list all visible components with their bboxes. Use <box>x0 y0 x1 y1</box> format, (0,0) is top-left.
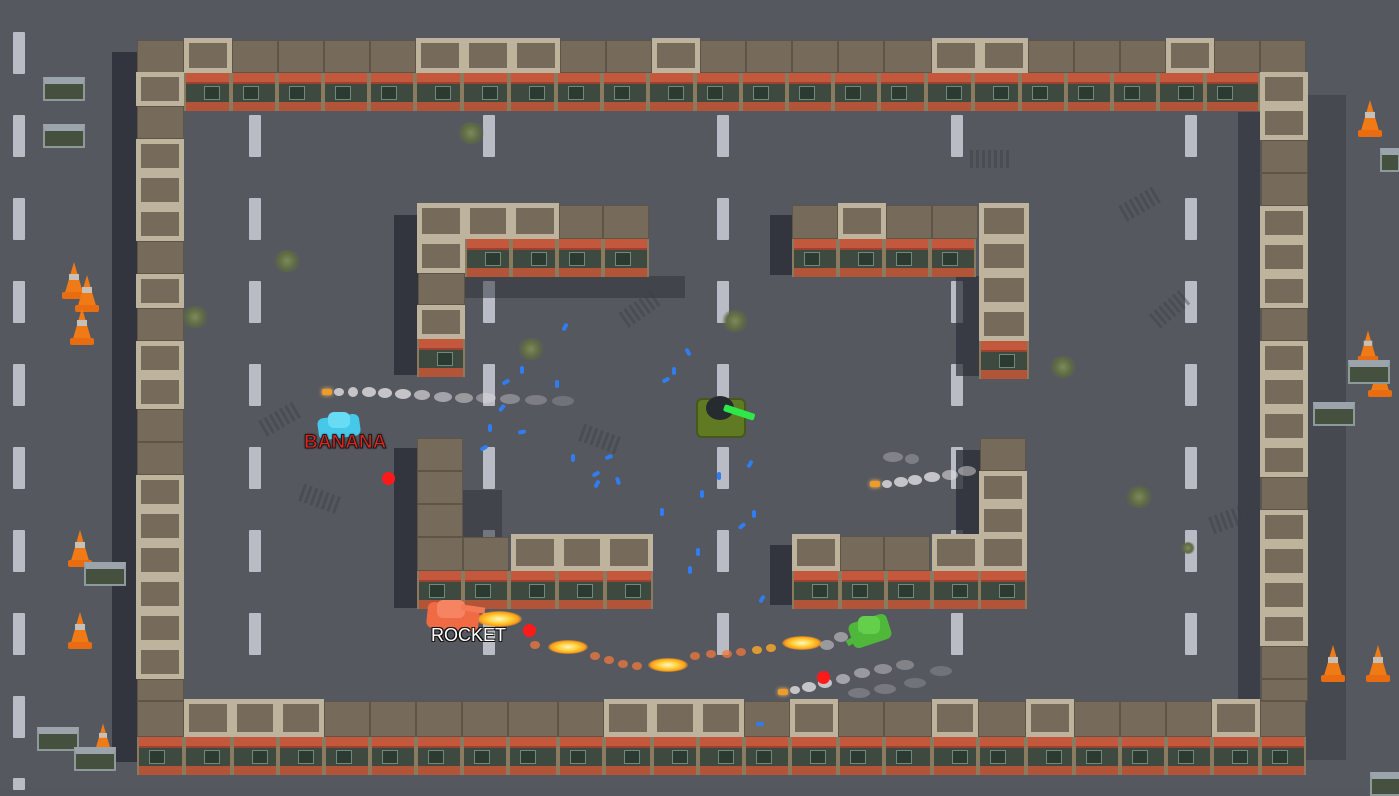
enemy-green-tank[interactable] <box>845 612 894 650</box>
plant <box>516 338 546 360</box>
target-marker <box>523 624 536 637</box>
bench <box>1370 772 1399 796</box>
target-marker <box>817 671 830 684</box>
cone-icon <box>1321 645 1345 682</box>
bench <box>1380 148 1399 172</box>
bench <box>43 124 85 148</box>
cone-icon <box>70 308 94 345</box>
target-marker <box>382 472 395 485</box>
plant <box>1124 486 1154 508</box>
plant <box>720 310 750 332</box>
player-name-rocket: ROCKET <box>431 625 507 645</box>
plant <box>1180 542 1196 554</box>
plant <box>272 250 302 272</box>
cone-icon <box>68 612 92 649</box>
bench <box>1348 360 1390 384</box>
tank-turret <box>858 616 880 634</box>
player-tank-banana[interactable] <box>316 412 364 441</box>
bench <box>43 77 85 101</box>
cone-icon <box>1366 645 1390 682</box>
shell-icon <box>322 389 332 395</box>
enemy-turret-tank[interactable] <box>696 394 756 440</box>
plant <box>180 306 210 328</box>
tank-turret <box>437 600 465 618</box>
player-name-banana: BANANA <box>303 432 387 454</box>
plant <box>456 122 486 144</box>
player-tank-rocket[interactable] <box>425 598 491 633</box>
cone-icon <box>1357 330 1379 362</box>
tank-turret <box>328 412 350 428</box>
shell-icon <box>870 481 880 487</box>
bench <box>1313 402 1355 426</box>
cone-icon <box>75 275 99 312</box>
shell-icon <box>778 689 788 695</box>
bench <box>84 562 126 586</box>
bench <box>37 727 79 751</box>
plant <box>1048 356 1078 378</box>
cone-icon <box>1358 100 1382 137</box>
cone-icon <box>68 530 92 567</box>
bench <box>74 747 116 771</box>
